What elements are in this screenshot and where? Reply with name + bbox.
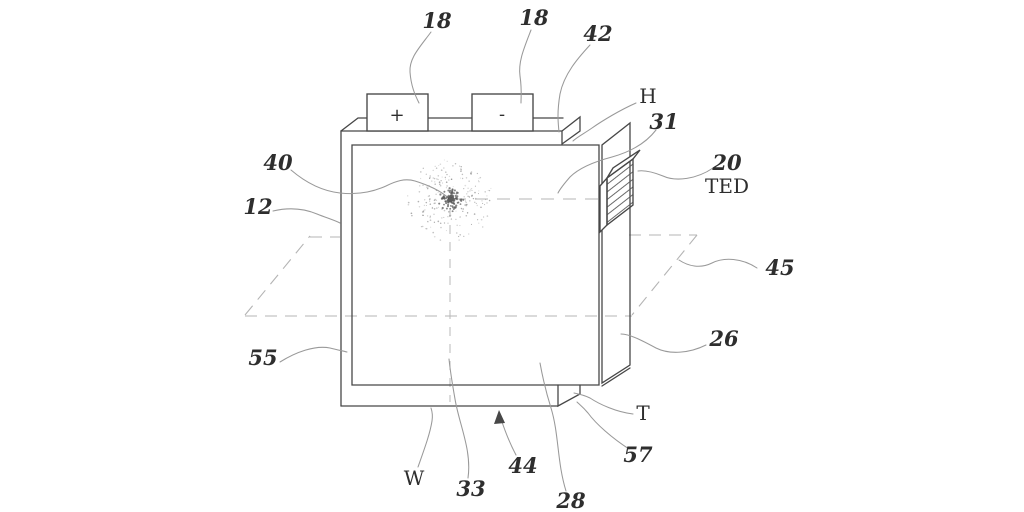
leader-57 xyxy=(576,401,630,450)
leader-lines xyxy=(272,29,758,492)
ref-label-18-left: 18 xyxy=(422,8,452,33)
ted-left-face xyxy=(599,176,608,234)
ref-label-12: 12 xyxy=(243,194,272,219)
reference-labels: 18 18 42 H 31 20 TED 45 26 T 57 28 44 33… xyxy=(243,5,794,512)
ref-label-w: W xyxy=(404,466,425,490)
leader-45 xyxy=(678,258,758,269)
ted-device xyxy=(599,149,641,234)
leader-20 xyxy=(637,167,714,180)
leader-40 xyxy=(290,169,448,198)
ref-label-ted: TED xyxy=(705,174,749,198)
bottom-notch xyxy=(557,384,581,408)
plane-left-diagonal xyxy=(244,235,311,316)
hotspot-stipple xyxy=(407,159,492,241)
leader-18-left xyxy=(409,31,432,104)
leader-h xyxy=(572,102,637,142)
leader-44-arrowhead xyxy=(494,410,505,424)
ref-label-40: 40 xyxy=(263,150,293,175)
leader-44 xyxy=(500,418,517,456)
top-notch xyxy=(561,115,581,146)
leader-w xyxy=(417,407,433,468)
ref-label-57: 57 xyxy=(623,442,653,467)
ref-label-h: H xyxy=(639,84,656,108)
ref-label-t: T xyxy=(636,401,650,425)
ref-label-33: 33 xyxy=(456,476,485,501)
centerlines xyxy=(449,198,601,402)
terminal-negative xyxy=(471,93,534,132)
ref-label-44: 44 xyxy=(508,453,537,478)
battery-cell xyxy=(340,93,631,408)
ref-label-45: 45 xyxy=(765,255,794,280)
ref-label-28: 28 xyxy=(555,488,586,512)
side-panel-bottom-edge xyxy=(601,367,631,387)
ref-label-18-right: 18 xyxy=(519,5,549,30)
ref-label-42: 42 xyxy=(583,21,612,46)
ref-label-26: 26 xyxy=(708,326,739,351)
leader-t xyxy=(573,392,634,415)
leader-26 xyxy=(620,333,707,353)
ref-label-31: 31 xyxy=(649,109,678,134)
leader-31 xyxy=(557,129,657,194)
plane-right-diagonal xyxy=(631,234,698,316)
terminal-positive-label: + xyxy=(389,105,404,126)
ref-label-20: 20 xyxy=(711,150,742,175)
leader-18-right xyxy=(519,29,532,104)
cutting-plane-dashed xyxy=(244,234,698,317)
leader-42 xyxy=(557,44,591,133)
ref-label-55: 55 xyxy=(248,345,277,370)
terminal-negative-label: - xyxy=(499,104,505,125)
ted-hatch-face xyxy=(606,157,634,227)
cell-outer-left-top xyxy=(340,130,563,407)
leader-28 xyxy=(539,362,567,492)
leader-33 xyxy=(448,358,470,479)
leader-12 xyxy=(272,208,341,224)
cell-front-face xyxy=(351,144,600,386)
leader-55 xyxy=(279,346,348,363)
